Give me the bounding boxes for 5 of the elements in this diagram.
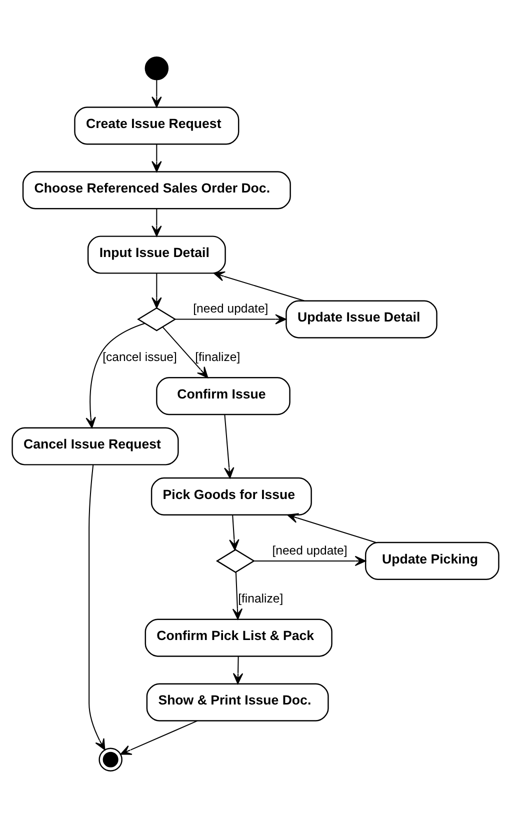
edge-label: [need update]: [272, 543, 348, 558]
edge-label: [finalize]: [195, 350, 240, 364]
edge-label: [cancel issue]: [102, 350, 177, 364]
edge-label: [need update]: [193, 302, 268, 316]
edge-label: [finalize]: [238, 592, 284, 606]
